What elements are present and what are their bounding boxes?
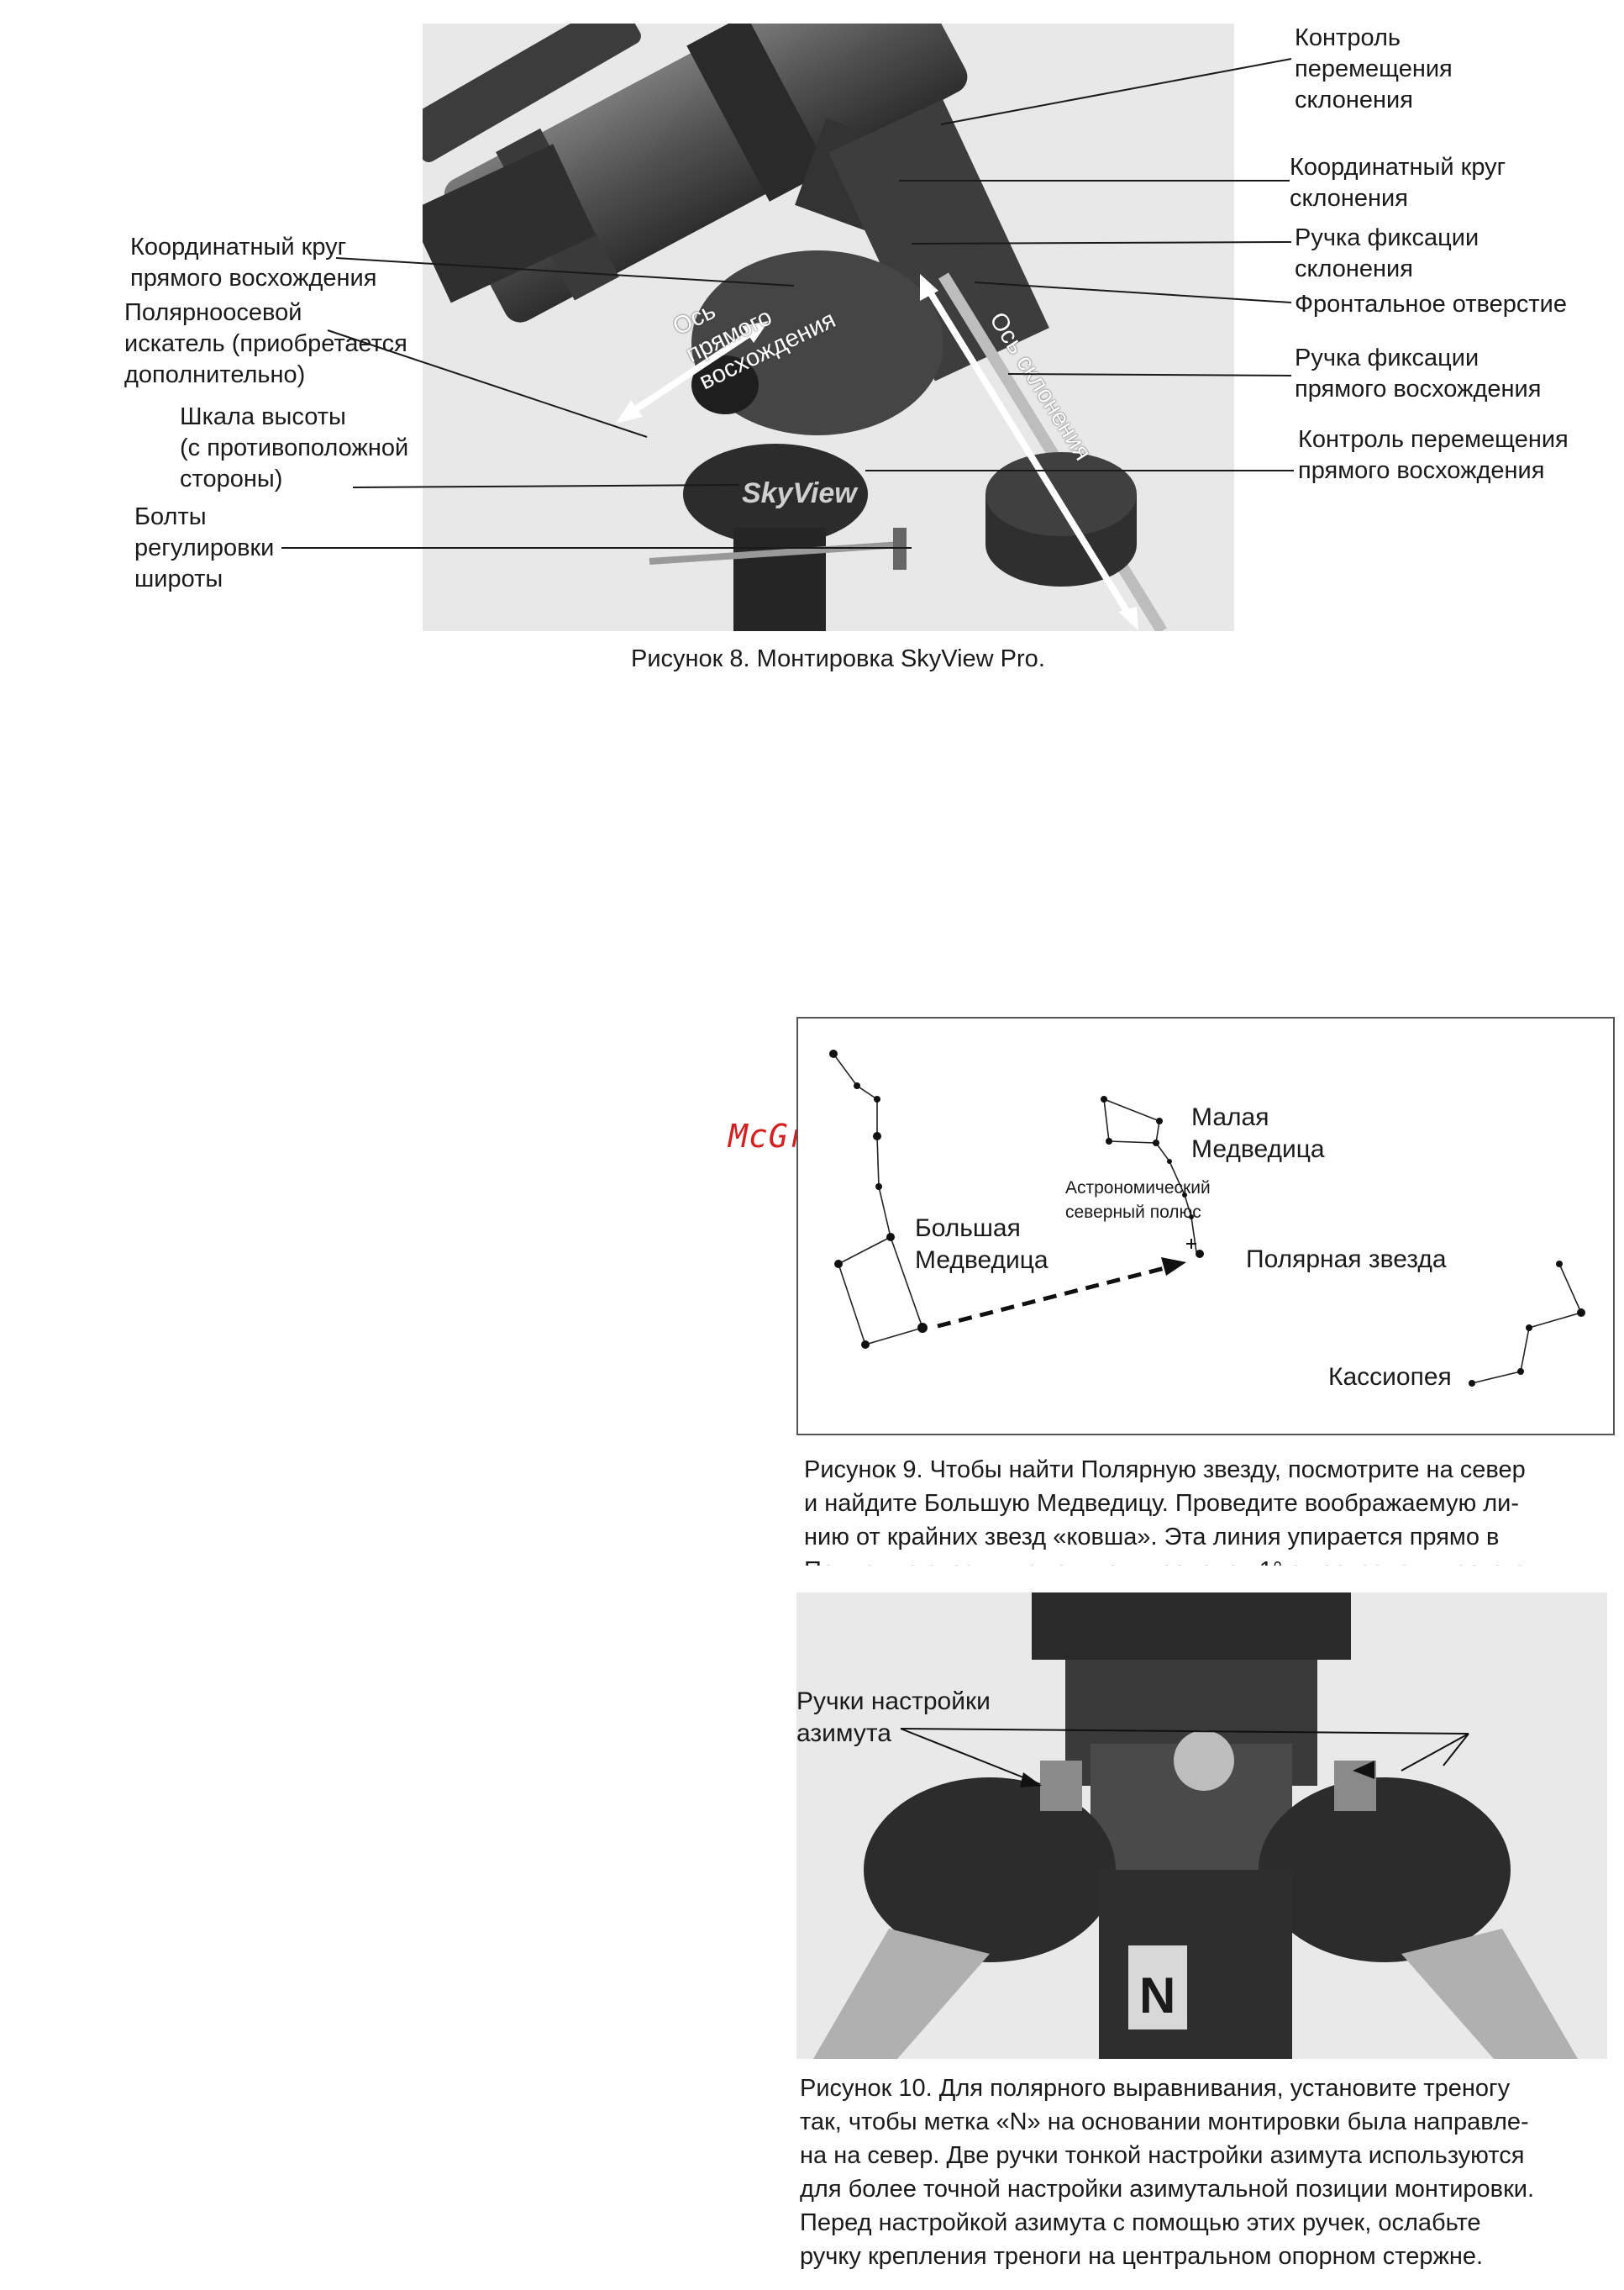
label-polaris: Полярная звезда xyxy=(1246,1245,1447,1273)
label-ra-slow-motion: Контроль перемещения прямого восхождения xyxy=(1298,426,1569,484)
figure-8-leader-lines xyxy=(281,58,1294,549)
figure-10-caption: Рисунок 10. Для полярного выравнивания, … xyxy=(800,2075,1535,2270)
label-dec-lock-knob: Ручка фиксации склонения xyxy=(1295,224,1479,282)
label-latitude-bolts: Болты регулировки широты xyxy=(134,503,275,592)
figure-8-photo: SkyView xyxy=(423,24,1234,631)
label-polar-finder: Полярноосевой искатель (приобретается до… xyxy=(124,299,407,388)
figure-9-caption: Рисунок 9. Чтобы найти Полярную звезду, … xyxy=(804,1456,1527,1566)
tripod-base-illustration: N xyxy=(796,1592,1607,2059)
figure-10-photo: N xyxy=(796,1592,1607,2059)
figure-10-leader-lines xyxy=(900,1728,1469,1787)
star-chart-drawing xyxy=(829,1050,1585,1387)
label-altitude-scale: Шкала высоты (с противоположной стороны) xyxy=(180,403,409,492)
telescope-mount-illustration: SkyView xyxy=(423,24,1234,631)
label-ra-setting-circle: Координатный круг прямого восхождения xyxy=(130,234,377,292)
label-ra-lock-knob: Ручка фиксации прямого восхождения xyxy=(1295,345,1542,403)
figure-9-star-chart xyxy=(796,1017,1615,1435)
label-front-opening: Фронтальное отверстие xyxy=(1295,291,1567,318)
label-dec-slow-motion: Контроль перемещения склонения xyxy=(1295,24,1453,113)
label-cassiopeia: Кассиопея xyxy=(1328,1363,1452,1391)
label-azimuth-knobs: Ручки настройки азимута xyxy=(796,1686,991,1750)
label-little-dipper: Малая Медведица xyxy=(1191,1103,1325,1163)
figure-8-caption: Рисунок 8. Монтировка SkyView Pro. xyxy=(631,645,1045,672)
label-big-dipper: Большая Медведица xyxy=(915,1214,1049,1274)
label-celestial-pole: Астрономический северный полюс xyxy=(1065,1178,1211,1222)
north-mark: N xyxy=(1139,1967,1175,2024)
label-dec-setting-circle: Координатный круг склонения xyxy=(1290,154,1506,212)
mount-brand: SkyView xyxy=(742,477,859,509)
